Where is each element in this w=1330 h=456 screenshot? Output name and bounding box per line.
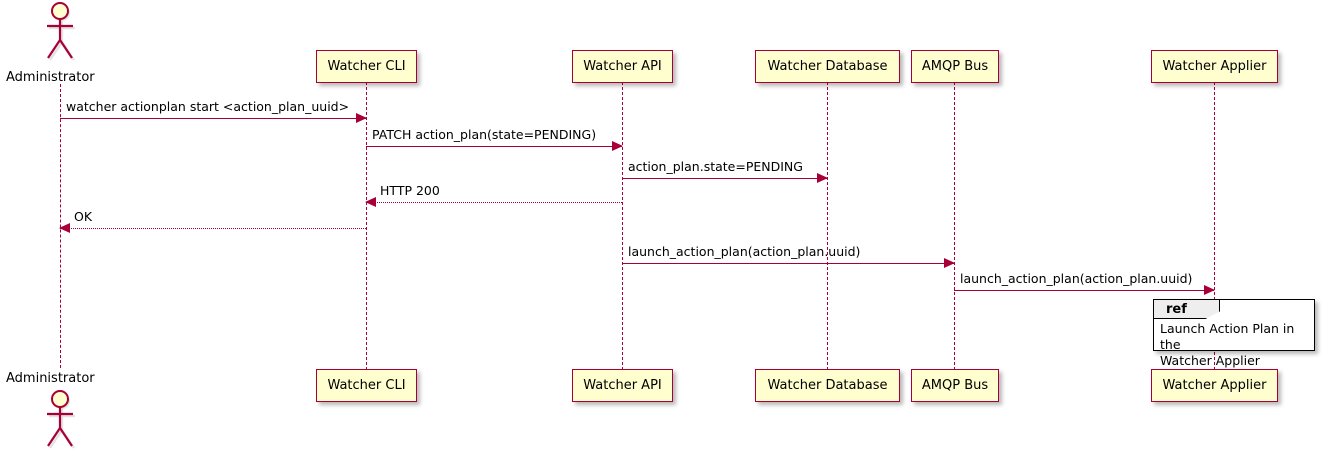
participant-label-watcher-applier-bottom: Watcher Applier: [1162, 378, 1267, 393]
message-shaft-4: [366, 202, 622, 203]
message-arrowhead-7: [1204, 285, 1215, 295]
stick-figure-actor-icon: [47, 390, 75, 449]
message-shaft-5: [60, 228, 366, 229]
participant-box-watcher-database-bottom[interactable]: Watcher Database: [755, 369, 900, 402]
participant-label-watcher-api-bottom: Watcher API: [583, 378, 662, 393]
participant-box-watcher-cli-bottom[interactable]: Watcher CLI: [316, 369, 417, 402]
participant-box-amqp-bus-bottom[interactable]: AMQP Bus: [911, 369, 999, 402]
participant-label-watcher-applier-top: Watcher Applier: [1162, 59, 1267, 74]
participant-box-watcher-cli-top[interactable]: Watcher CLI: [316, 50, 417, 83]
lifeline-watcher-api: [622, 82, 623, 370]
actor-icon-administrator-bottom: [36, 390, 84, 452]
message-shaft-7: [954, 290, 1214, 291]
participant-label-watcher-database-top: Watcher Database: [767, 59, 888, 74]
participant-box-watcher-applier-bottom[interactable]: Watcher Applier: [1151, 369, 1278, 402]
participant-label-watcher-api-top: Watcher API: [583, 59, 662, 74]
participant-box-watcher-applier-top[interactable]: Watcher Applier: [1151, 50, 1278, 83]
ref-fragment-launch-action-plan: ref Launch Action Plan in the Watcher Ap…: [1153, 299, 1315, 368]
ref-fragment-body: Launch Action Plan in the Watcher Applie…: [1160, 321, 1310, 369]
participant-label-watcher-database-bottom: Watcher Database: [767, 378, 888, 393]
participant-label-amqp-bus-top: AMQP Bus: [921, 59, 989, 74]
message-label-7: launch_action_plan(action_plan.uuid): [960, 271, 1193, 287]
message-arrowhead-4: [365, 197, 376, 207]
actor-label-administrator-top: Administrator: [6, 70, 95, 85]
message-shaft-3: [622, 178, 827, 179]
message-label-3: action_plan.state=PENDING: [628, 159, 803, 175]
message-arrowhead-1: [356, 113, 367, 123]
participant-box-watcher-api-bottom[interactable]: Watcher API: [572, 369, 673, 402]
message-arrowhead-5: [59, 223, 70, 233]
participant-box-amqp-bus-top[interactable]: AMQP Bus: [911, 50, 999, 83]
participant-label-watcher-cli-top: Watcher CLI: [327, 59, 406, 74]
message-label-1: watcher actionplan start <action_plan_uu…: [66, 99, 350, 115]
message-shaft-2: [366, 146, 622, 147]
message-shaft-6: [622, 263, 954, 264]
ref-fragment-tab: [1154, 300, 1220, 319]
message-label-2: PATCH action_plan(state=PENDING): [372, 127, 597, 143]
message-label-5: OK: [74, 209, 93, 225]
participant-label-watcher-cli-bottom: Watcher CLI: [327, 378, 406, 393]
participant-box-watcher-database-top[interactable]: Watcher Database: [755, 50, 900, 83]
actor-icon-administrator-top: [36, 2, 84, 64]
participant-label-amqp-bus-bottom: AMQP Bus: [921, 378, 989, 393]
stick-figure-actor-icon: [47, 2, 75, 61]
message-label-6: launch_action_plan(action_plan.uuid): [628, 244, 861, 260]
participant-box-watcher-api-top[interactable]: Watcher API: [572, 50, 673, 83]
message-arrowhead-6: [944, 258, 955, 268]
lifeline-watcher-database: [827, 82, 828, 370]
lifeline-watcher-cli: [366, 82, 367, 370]
ref-fragment-tab-label: ref: [1166, 302, 1187, 317]
message-shaft-1: [60, 118, 366, 119]
message-label-4: HTTP 200: [380, 183, 440, 199]
lifeline-amqp-bus: [954, 82, 955, 370]
lifeline-watcher-applier: [1214, 82, 1215, 370]
actor-label-administrator-bottom: Administrator: [6, 371, 95, 386]
message-arrowhead-2: [612, 141, 623, 151]
message-arrowhead-3: [817, 173, 828, 183]
ref-fragment-body-line-1: Launch Action Plan in the: [1160, 321, 1295, 352]
ref-fragment-body-line-2: Watcher Applier: [1160, 353, 1260, 368]
